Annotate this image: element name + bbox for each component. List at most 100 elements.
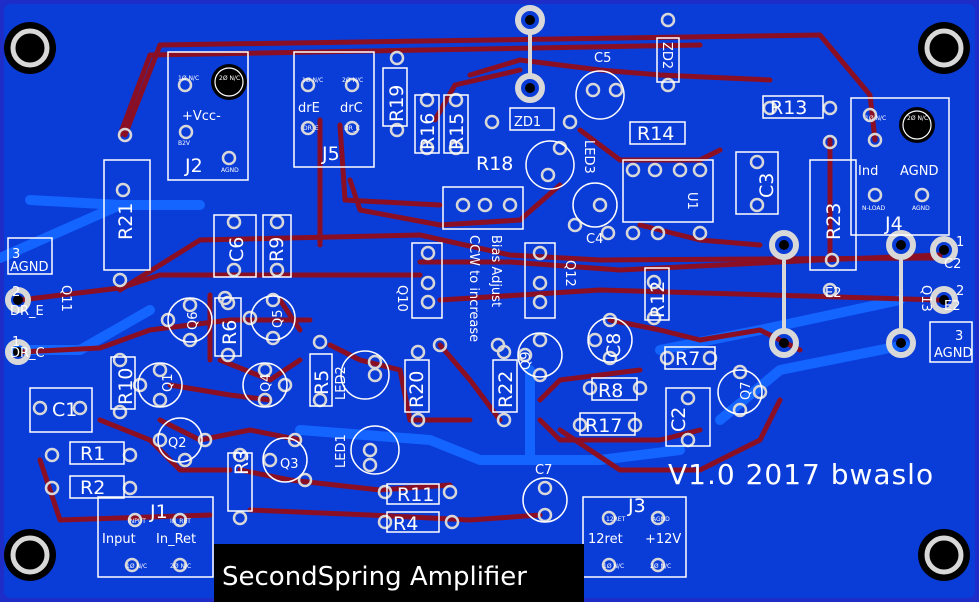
ref-r2: R2 (80, 477, 105, 499)
j2-pin-4: AGND (221, 167, 239, 174)
ref-u1: U1 (684, 192, 699, 210)
ref-r12: R12 (647, 281, 669, 318)
bias-ccw-note: CCW to increase (466, 235, 481, 342)
pad (562, 114, 578, 130)
pad (377, 514, 393, 530)
pad (112, 404, 128, 420)
ref-r13: R13 (770, 97, 807, 119)
edge-q13: 1 C2 2 E2 3 AGND Q13 (918, 235, 972, 361)
pad (477, 197, 493, 213)
j4-label-ind: Ind (858, 164, 878, 179)
pad (625, 162, 641, 178)
pad (221, 150, 237, 166)
pad (490, 337, 506, 353)
pad (762, 100, 778, 116)
ref-r20: R20 (406, 371, 428, 408)
pad (822, 134, 838, 150)
pad (269, 214, 285, 230)
pad (448, 92, 464, 108)
pad (659, 350, 675, 366)
pad (297, 472, 313, 488)
j3-pin-4: 2Ø N/C (650, 563, 671, 570)
ref-c1: C1 (52, 399, 77, 421)
pad (182, 297, 198, 313)
pad (625, 225, 641, 241)
pad (647, 162, 663, 178)
pad (265, 330, 281, 346)
ref-r17: R17 (585, 415, 622, 437)
pad (344, 77, 360, 93)
pad (277, 377, 293, 393)
connector-j4: Ind AGND J4 1Ø N/C 2Ø N/C N-LOAD AGND (858, 115, 938, 235)
pad (680, 390, 696, 406)
j1-pin-3: 1Ø N/C (126, 563, 147, 570)
j5-pin-1: 1Ø N/C (302, 77, 323, 84)
pad (732, 402, 748, 418)
pad (867, 187, 883, 203)
q11-ref: Q11 (58, 285, 73, 312)
ref-q3: Q3 (280, 457, 299, 472)
pad (540, 167, 556, 183)
bias-adjust-note: Bias Adjust (488, 235, 503, 307)
board-title: SecondSpring Amplifier (222, 562, 527, 592)
pad (502, 197, 518, 213)
ref-led2: LED2 (334, 366, 349, 400)
reference-designators: R1 R2 R3 R4 R5 R6 R7 R8 R9 R10 R11 R12 R… (52, 42, 845, 535)
pad (867, 132, 883, 148)
j3-ref: J3 (627, 495, 646, 517)
j2-vcc-label: +Vcc- (182, 109, 221, 124)
j1-pin-2: IN_RET (170, 518, 191, 525)
terminal-screws (211, 64, 935, 143)
ref-e2: E2 (825, 286, 842, 301)
ref-r8: R8 (598, 380, 623, 402)
connector-j5: drE drC J5 1Ø N/C 2Ø N/C DR_E DR_C (298, 77, 363, 165)
pad (824, 252, 840, 268)
pad (177, 452, 193, 468)
pad (692, 162, 708, 178)
pad (177, 77, 193, 93)
pad (602, 350, 618, 366)
ref-q2: Q2 (168, 436, 187, 451)
pad (660, 12, 676, 28)
pad (226, 262, 242, 278)
pad (257, 362, 273, 378)
q11-pin-3-name: AGND (10, 260, 48, 275)
ref-r9: R9 (266, 237, 288, 262)
pad (377, 484, 393, 500)
j5-label-drc: drC (340, 101, 363, 116)
ref-c6: C6 (226, 237, 248, 262)
ref-r21: R21 (115, 203, 137, 240)
pad (172, 557, 188, 573)
pad (257, 392, 273, 408)
ref-q7: Q7 (739, 381, 754, 400)
ref-r22: R22 (495, 371, 517, 408)
power-via-cores (13, 15, 949, 357)
pad (362, 457, 378, 473)
ref-r5: R5 (311, 370, 333, 395)
pad (532, 245, 548, 261)
pad (232, 447, 248, 463)
pad (914, 187, 930, 203)
connector-j3: J3 12ret +12V 12RET AGND 1Ø N/C 2Ø N/C (588, 495, 681, 570)
pad (448, 140, 464, 156)
ref-q5: Q5 (271, 309, 286, 328)
mounting-holes (4, 22, 970, 581)
j2-pin-1: 1Ø N/C (178, 75, 199, 82)
pad (262, 452, 278, 468)
j5-label-dre: drE (298, 101, 320, 116)
pad (220, 347, 236, 363)
pad (344, 120, 360, 136)
title-block (214, 544, 584, 602)
ref-q6: Q6 (186, 311, 201, 330)
ref-r14: R14 (637, 123, 674, 145)
ref-r7: R7 (675, 348, 700, 370)
pad (732, 364, 748, 380)
pad (444, 514, 460, 530)
pad (646, 274, 662, 290)
pad (601, 557, 617, 573)
j3-pin-3: 1Ø N/C (603, 563, 624, 570)
j5-pin-4: DR_C (344, 125, 360, 132)
q13-ref: Q13 (918, 285, 933, 312)
